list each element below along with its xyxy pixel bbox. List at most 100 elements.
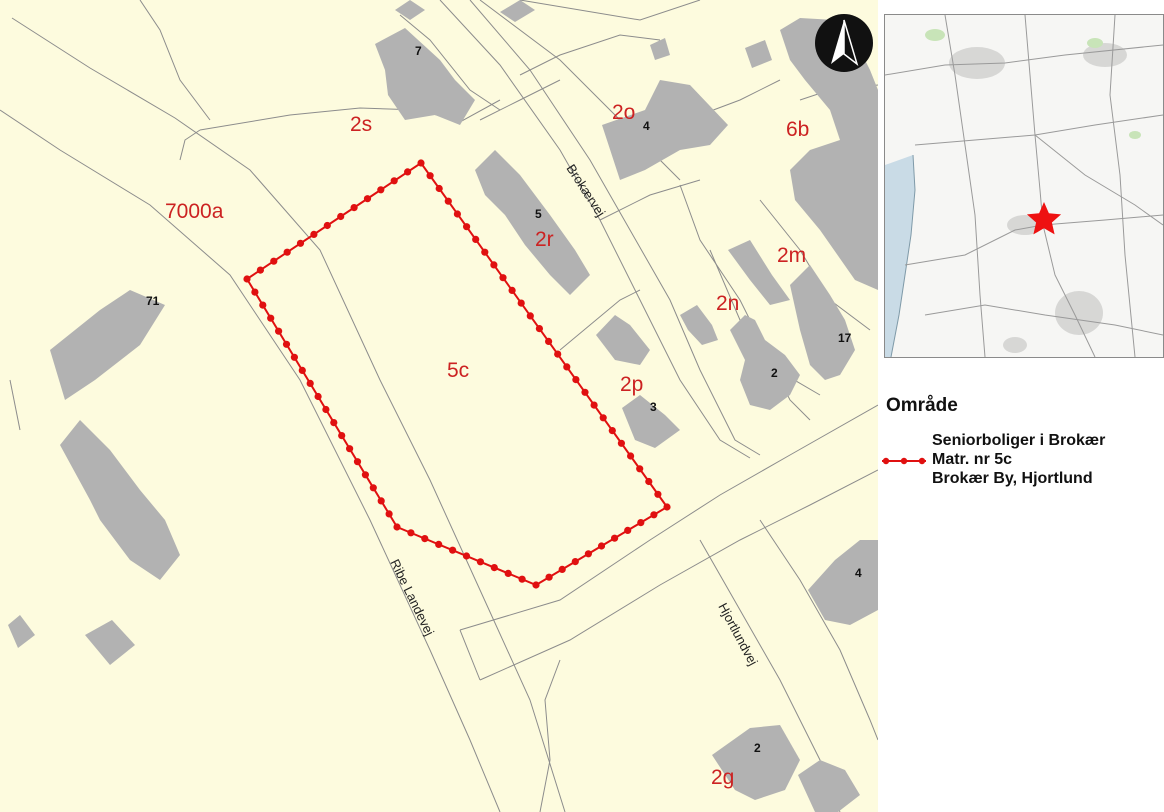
- boundary-vertex: [508, 286, 516, 294]
- woodland: [925, 29, 1141, 139]
- boundary-vertex: [608, 427, 616, 435]
- roads: [885, 15, 1163, 357]
- boundary-vertex: [330, 419, 338, 427]
- boundary-vertex: [650, 511, 658, 519]
- parcel-5c-boundary[interactable]: [243, 159, 671, 589]
- boundary-vertex: [314, 392, 322, 401]
- boundary-vertex: [636, 465, 644, 473]
- towns: [949, 43, 1127, 353]
- legend-line: Brokær By, Hjortlund: [932, 470, 1093, 487]
- boundary-vertex: [275, 327, 283, 335]
- boundary-vertex: [453, 210, 461, 218]
- boundary-vertex: [421, 535, 429, 543]
- boundary-vertex: [426, 172, 434, 180]
- boundary-vertex: [270, 257, 278, 265]
- legend-title: Område: [886, 395, 958, 416]
- boundary-vertex: [393, 523, 401, 531]
- boundary-vertex: [517, 299, 525, 307]
- boundary-vertex: [283, 248, 291, 256]
- house-number: 4: [855, 566, 862, 580]
- boundary-vertex: [572, 376, 580, 384]
- house-number: 7: [415, 44, 422, 58]
- parcel-label: 6b: [786, 118, 809, 141]
- boundary-vertex: [581, 388, 589, 396]
- boundary-vertex: [306, 379, 314, 387]
- coastline: [890, 154, 916, 357]
- boundary-vertex: [462, 552, 471, 560]
- parcel-label: 2n: [716, 292, 739, 315]
- boundary-vertex: [417, 159, 425, 167]
- boundary-vertex: [282, 340, 291, 348]
- parcel-label: 5c: [447, 359, 469, 382]
- legend-text: Seniorboliger i Brokær Matr. nr 5c Brokæ…: [932, 431, 1164, 488]
- boundary-vertex: [377, 497, 385, 505]
- boundary-vertex: [407, 529, 415, 537]
- boundary-vertex: [298, 366, 306, 374]
- boundary-vertex: [545, 573, 553, 581]
- boundary-vertex: [290, 353, 298, 361]
- boundary-vertex: [584, 550, 593, 558]
- boundary-vertex: [323, 221, 331, 230]
- boundary-vertex: [377, 186, 385, 194]
- boundary-vertex: [449, 546, 457, 554]
- boundary-vertex: [563, 363, 571, 371]
- boundary-vertex: [590, 401, 598, 409]
- boundary-vertex: [243, 275, 251, 283]
- north-arrow-icon: [815, 14, 873, 72]
- boundary-vertex: [558, 565, 566, 574]
- boundary-vertex: [267, 314, 275, 322]
- boundary-vertex: [259, 301, 267, 309]
- house-number: 71: [146, 294, 160, 308]
- boundary-vertex: [637, 519, 645, 527]
- house-number: 4: [643, 119, 650, 133]
- house-number: 5: [535, 207, 542, 221]
- boundary-vertex: [617, 439, 626, 447]
- boundary-vertex: [476, 558, 484, 566]
- cadastral-map[interactable]: 2s 2o 6b 7000a 2r 2m 2n 5c 2p 2g 7 4 5 7…: [0, 0, 878, 812]
- boundary-vertex: [599, 414, 607, 422]
- boundary-vertex: [322, 405, 330, 414]
- star-icon: [1026, 202, 1062, 235]
- boundary-vertex: [310, 230, 318, 238]
- legend-line: Matr. nr 5c: [932, 451, 1013, 468]
- boundary-vertex: [256, 266, 264, 274]
- boundary-vertex: [251, 288, 259, 296]
- boundary-vertex: [296, 239, 305, 247]
- map-background: [0, 0, 878, 812]
- boundary-vertex: [435, 184, 443, 193]
- house-number: 2: [771, 366, 778, 380]
- boundary-vertex: [518, 575, 526, 583]
- boundary-vertex: [337, 212, 345, 221]
- boundary-vertex: [385, 510, 393, 518]
- boundary-vertex: [363, 195, 372, 203]
- boundary-vertex: [504, 569, 512, 578]
- parcel-label: 2p: [620, 373, 643, 396]
- boundary-vertex: [353, 458, 362, 466]
- boundary-vertex: [350, 204, 358, 212]
- boundary-vertex: [545, 337, 553, 345]
- boundary-vertex: [481, 248, 489, 256]
- house-number: 2: [754, 741, 761, 755]
- boundary-vertex: [435, 540, 443, 549]
- boundary-vertex: [361, 471, 369, 479]
- boundary-vertex: [490, 261, 498, 269]
- overview-map[interactable]: [884, 14, 1164, 358]
- legend: Område Seniorboliger i Brokær Matr. nr 5…: [880, 395, 1164, 511]
- legend-entry: Seniorboliger i Brokær Matr. nr 5c Brokæ…: [880, 431, 1164, 511]
- overview-land: [885, 15, 1163, 357]
- boundary-vertex: [611, 534, 619, 542]
- boundary-vertex: [404, 168, 412, 176]
- boundary-vertex: [554, 350, 562, 358]
- boundary-vertex: [369, 484, 377, 492]
- boundary-vertex: [526, 312, 534, 320]
- boundary-vertex: [627, 452, 635, 460]
- legend-line: Seniorboliger i Brokær: [932, 432, 1106, 449]
- overview-map-svg: [885, 15, 1163, 357]
- boundary-vertex: [535, 325, 544, 333]
- boundary-vertex: [346, 445, 354, 453]
- house-numbers: 7 4 5 71 17 2 3 4 2: [146, 44, 862, 755]
- boundary-vertex: [338, 432, 346, 440]
- boundary-vertex: [571, 558, 579, 566]
- parcel-label: 2m: [777, 244, 806, 267]
